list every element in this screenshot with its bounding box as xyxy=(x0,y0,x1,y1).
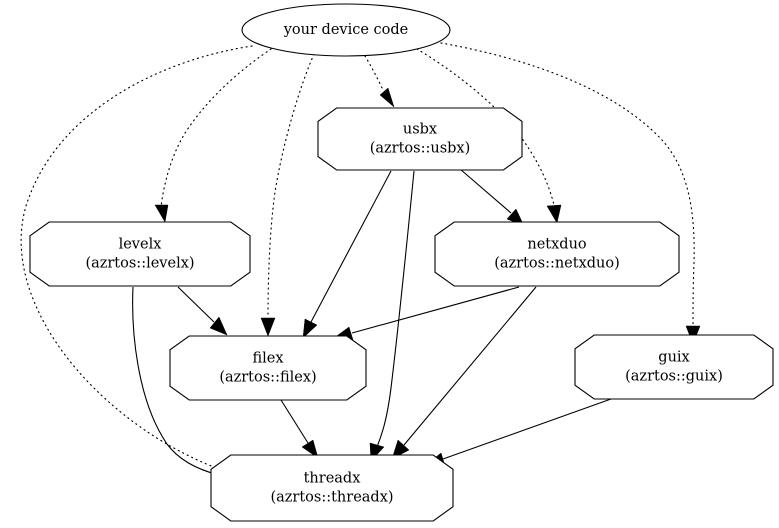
node-guix-label-2: (azrtos::guix) xyxy=(625,369,723,385)
edge-usbx-to-netxduo xyxy=(459,168,525,227)
node-device-label-1: your device code xyxy=(283,22,409,38)
node-netxduo-shape xyxy=(434,221,680,287)
node-filex-shape xyxy=(169,335,367,401)
node-filex-label-1: filex xyxy=(252,351,283,367)
node-filex[interactable]: filex(azrtos::filex) xyxy=(169,335,367,401)
edge-device-to-filex xyxy=(260,53,315,337)
node-levelx-shape xyxy=(29,221,251,287)
node-levelx-label-1: levelx xyxy=(119,237,162,253)
node-guix-label-1: guix xyxy=(658,350,689,366)
node-levelx-label-2: (azrtos::levelx) xyxy=(85,256,194,272)
node-netxduo-label-2: (azrtos::netxduo) xyxy=(494,256,620,272)
node-netxduo[interactable]: netxduo(azrtos::netxduo) xyxy=(434,221,680,287)
node-guix[interactable]: guix(azrtos::guix) xyxy=(574,334,774,400)
node-usbx-shape xyxy=(317,107,523,171)
node-threadx[interactable]: threadx(azrtos::threadx) xyxy=(210,454,454,522)
edge-device-to-netxduo xyxy=(416,48,562,224)
node-threadx-label-2: (azrtos::threadx) xyxy=(270,490,393,506)
edge-filex-to-threadx xyxy=(280,399,319,459)
edge-netxduo-to-filex xyxy=(333,286,520,341)
node-usbx[interactable]: usbx(azrtos::usbx) xyxy=(317,107,523,171)
node-usbx-label-1: usbx xyxy=(403,122,437,138)
edge-levelx-to-filex xyxy=(177,286,228,336)
edge-usbx-to-filex xyxy=(302,170,392,339)
edge-usbx-to-threadx xyxy=(369,170,415,462)
node-layer: your device codeusbx(azrtos::usbx)levelx… xyxy=(29,3,774,522)
edge-layer xyxy=(20,42,701,482)
edge-device-to-levelx xyxy=(154,48,272,223)
node-netxduo-label-1: netxduo xyxy=(527,237,586,253)
node-usbx-label-2: (azrtos::usbx) xyxy=(370,141,471,157)
node-device-shape xyxy=(241,3,451,57)
node-threadx-shape xyxy=(210,454,454,522)
node-levelx[interactable]: levelx(azrtos::levelx) xyxy=(29,221,251,287)
edge-device-to-usbx xyxy=(364,55,395,108)
edge-device-to-guix xyxy=(440,42,701,345)
node-guix-shape xyxy=(574,334,774,400)
node-device[interactable]: your device code xyxy=(241,3,451,57)
node-filex-label-2: (azrtos::filex) xyxy=(219,370,316,386)
node-threadx-label-1: threadx xyxy=(304,471,361,487)
edge-guix-to-threadx xyxy=(425,398,612,467)
